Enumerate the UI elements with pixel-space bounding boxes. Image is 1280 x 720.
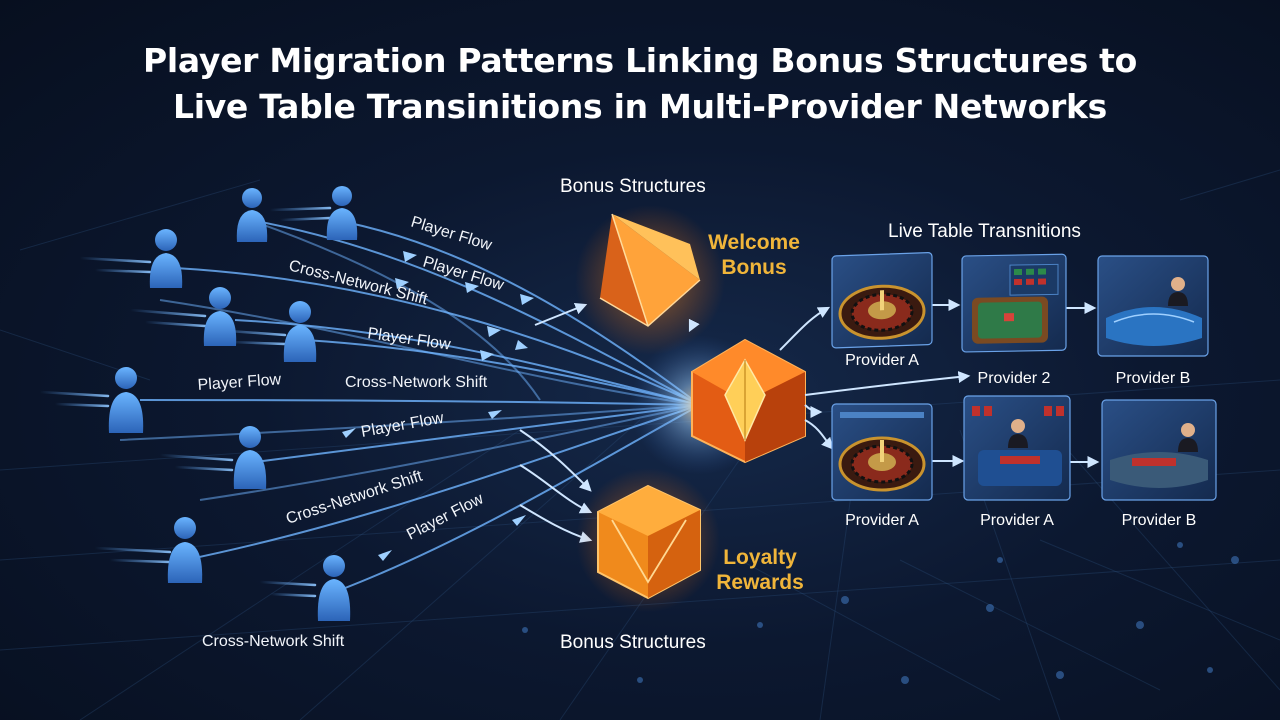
flow-label-cross-network-bottom: Cross-Network Shift [202, 633, 345, 650]
provider-table-card [961, 253, 1067, 353]
loyalty-rewards-line-2: Rewards [716, 571, 804, 594]
diagram-title: Player Migration Patterns Linking Bonus … [0, 38, 1280, 130]
provider-label: Provider B [1121, 512, 1197, 529]
central-hub-cube-icon [691, 338, 806, 464]
welcome-bonus-label: Welcome Bonus [696, 230, 812, 280]
player-figure-icon [283, 301, 317, 362]
title-line-1: Player Migration Patterns Linking Bonus … [143, 41, 1137, 80]
provider-label: Provider A [845, 352, 919, 369]
player-figure-icon [326, 186, 358, 240]
loyalty-rewards-label: Loyalty Rewards [702, 545, 818, 595]
dealer-table-icon [1106, 277, 1202, 346]
provider-table-card [1101, 399, 1217, 501]
title-line-2: Live Table Transinitions in Multi-Provid… [172, 87, 1108, 126]
flow-arrow-icons [342, 251, 534, 561]
provider-table-card [831, 252, 933, 349]
provider-table-card [831, 403, 933, 501]
provider-label: Provider A [845, 512, 919, 529]
loyalty-rewards-line-1: Loyalty [723, 546, 797, 569]
dealer-table-icon [1110, 423, 1208, 488]
provider-label: Provider B [1115, 370, 1191, 387]
provider-table-card [963, 395, 1071, 501]
player-figure-icon [108, 367, 144, 433]
welcome-bonus-line-1: Welcome [708, 231, 800, 254]
loyalty-rewards-cube-icon [576, 468, 720, 612]
provider-flow-arrows [688, 299, 1100, 468]
bonus-structures-heading-bottom: Bonus Structures [560, 632, 706, 653]
flow-label: Player Flow [409, 214, 494, 255]
player-figure-icon [167, 517, 203, 583]
roulette-table-icon [838, 284, 926, 340]
live-table-heading: Live Table Transnitions [888, 221, 1081, 242]
flow-label: Player Flow [360, 410, 446, 441]
player-figures [108, 186, 358, 621]
player-figure-icon [236, 188, 268, 242]
bonus-structures-heading-top: Bonus Structures [560, 176, 706, 197]
roulette-table-icon [838, 436, 926, 492]
player-figure-icon [203, 287, 237, 346]
provider-label: Provider 2 [977, 370, 1051, 387]
card-table-icon [972, 296, 1048, 344]
flow-label: Player Flow [197, 371, 282, 394]
player-figure-icon [149, 229, 183, 288]
player-figure-icon [233, 426, 267, 489]
player-motion-streaks [38, 206, 332, 598]
dealer-table-icon [978, 419, 1062, 486]
welcome-bonus-prism-icon [575, 205, 725, 355]
player-figure-icon [317, 555, 351, 621]
provider-label: Provider A [980, 512, 1054, 529]
welcome-bonus-line-2: Bonus [721, 256, 787, 279]
provider-table-card [1097, 255, 1209, 357]
flow-label: Cross-Network Shift [345, 374, 488, 391]
network-nodes [522, 542, 1239, 684]
